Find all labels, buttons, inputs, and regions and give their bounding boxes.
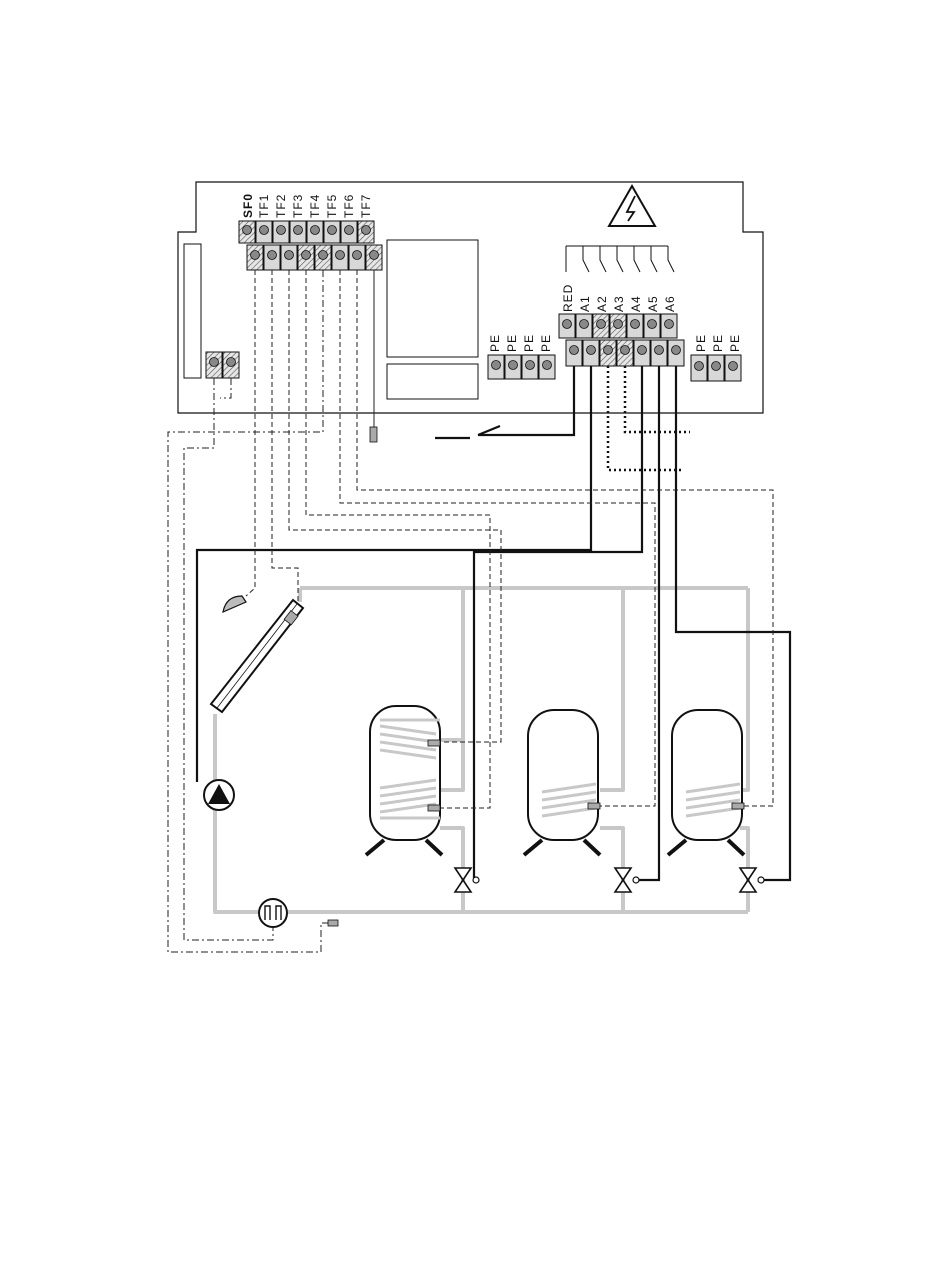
pe-label: PE: [488, 334, 502, 352]
terminal-label-tf7: TF7: [359, 194, 373, 218]
terminal-label-tf3: TF3: [291, 194, 305, 218]
output-terminal-block: [559, 314, 684, 366]
pe-label: PE: [728, 334, 742, 352]
terminal-label-tf1: TF1: [257, 194, 271, 218]
sensor-icon: [428, 805, 440, 811]
terminal-label-a3: A3: [612, 295, 626, 312]
terminal-label-red: RED: [561, 284, 575, 312]
pe-label: PE: [694, 334, 708, 352]
pump-icon: [204, 780, 234, 810]
terminal-label-tf4: TF4: [308, 194, 322, 218]
sensor-terminal-block: [239, 221, 382, 270]
terminal-label-a5: A5: [646, 295, 660, 312]
valve-icon: [455, 868, 479, 892]
terminal-label-tf5: TF5: [325, 194, 339, 218]
outdoor-sensor-icon: [223, 596, 246, 612]
terminal-label-a4: A4: [629, 295, 643, 312]
valve-icon: [740, 868, 764, 892]
collector-icon: [211, 600, 303, 712]
pe-terminal-block-right: PE PE PE: [691, 334, 742, 381]
terminal-label-a6: A6: [663, 295, 677, 312]
sensor-icon: [428, 740, 440, 746]
storage-tank-1: [366, 706, 442, 855]
pe-label: PE: [539, 334, 553, 352]
storage-tank-3: [668, 710, 744, 855]
terminal-label-tf6: TF6: [342, 194, 356, 218]
valve-icon: [615, 868, 639, 892]
terminal-label-a2: A2: [595, 295, 609, 312]
sensor-icon: [328, 920, 338, 926]
terminal-label-a1: A1: [578, 295, 592, 312]
terminal-label-sf0: SF0: [241, 193, 255, 218]
hydraulic-pipes: [215, 588, 748, 912]
sensor-icon: [732, 803, 744, 809]
bus-terminal-block: [206, 352, 239, 378]
storage-tank-2: [524, 710, 600, 855]
pe-label: PE: [522, 334, 536, 352]
pe-label: PE: [505, 334, 519, 352]
pe-label: PE: [711, 334, 725, 352]
terminal-label-tf2: TF2: [274, 194, 288, 218]
flow-meter-icon: [259, 899, 287, 927]
pe-terminal-block-left: PE PE PE PE: [488, 334, 555, 379]
sensor-icon: [588, 803, 600, 809]
sensor-icon: [370, 427, 377, 442]
